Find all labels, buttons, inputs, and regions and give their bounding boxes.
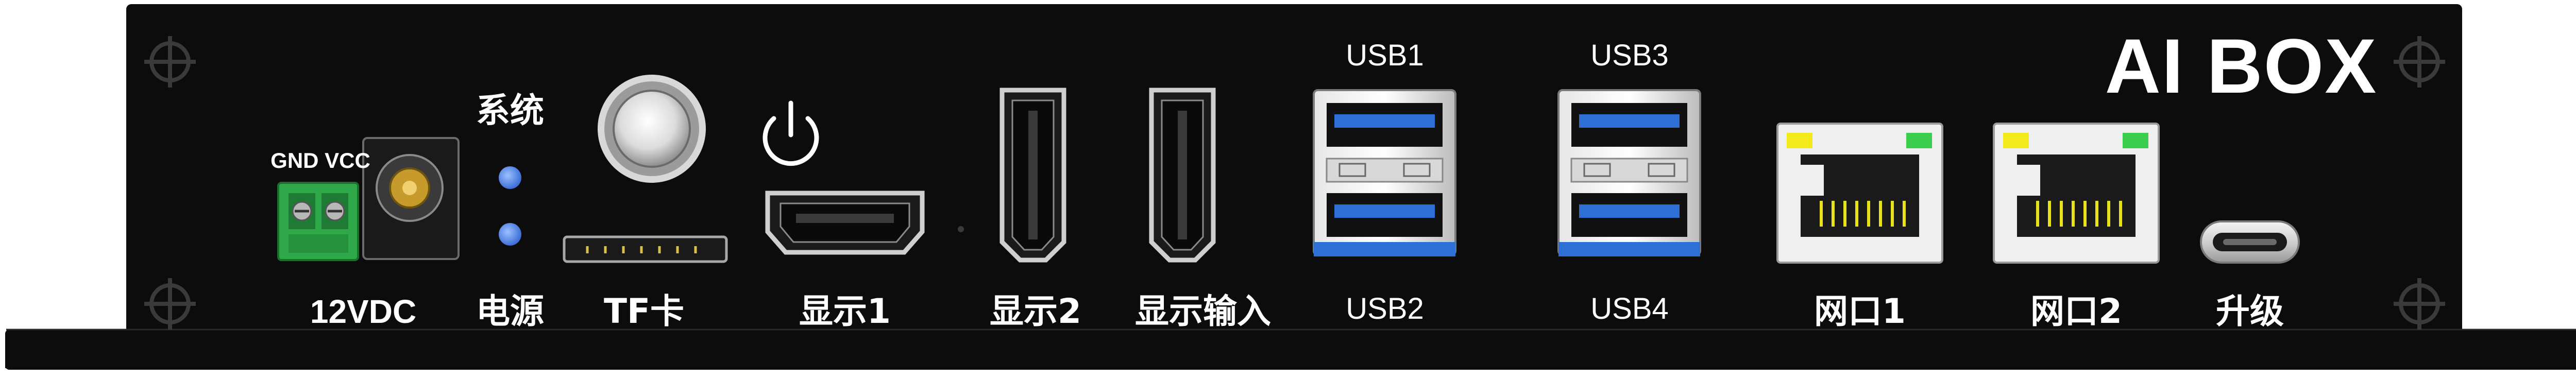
lan1-label: 网口1: [1814, 291, 1906, 331]
usb3-label: USB3: [1590, 39, 1669, 72]
dc-input-label: 12VDC: [310, 293, 417, 330]
power-symbol-icon: [762, 100, 819, 166]
hdmi-port-1: [765, 191, 925, 255]
gnd-vcc-label: GND VCC: [270, 148, 370, 173]
system-led-label: 系统: [476, 91, 544, 130]
power-led-label: 电源: [476, 291, 544, 331]
tf-card-label: TF卡: [603, 291, 685, 331]
lan2-label: 网口2: [2030, 291, 2122, 331]
power-button: [598, 75, 706, 183]
usb1-label: USB1: [1346, 39, 1424, 72]
display2-label: 显示2: [990, 291, 1081, 331]
hdmi-input-port: [1149, 88, 1216, 263]
display1-label: 显示1: [799, 291, 891, 331]
usb-stack-3-4: [1557, 89, 1701, 256]
tf-card-slot: [563, 235, 728, 263]
display-input-label: 显示输入: [1135, 291, 1271, 331]
device-title: AI BOX: [2105, 23, 2378, 109]
usb4-label: USB4: [1590, 292, 1669, 325]
rj45-port-1: [1776, 123, 1943, 264]
system-led: [499, 166, 521, 189]
rj45-port-2: [1993, 123, 2160, 264]
usb-c-upgrade-port: [2200, 220, 2300, 264]
hdmi-port-2: [999, 88, 1066, 263]
usb2-label: USB2: [1346, 292, 1424, 325]
usb-stack-1-2: [1313, 89, 1456, 256]
dc-barrel-jack: [362, 137, 460, 260]
dc-terminal-block: [277, 182, 359, 261]
crosshair-screw-icon: [144, 36, 2445, 330]
power-led: [499, 223, 521, 246]
upgrade-label: 升级: [2216, 291, 2284, 331]
